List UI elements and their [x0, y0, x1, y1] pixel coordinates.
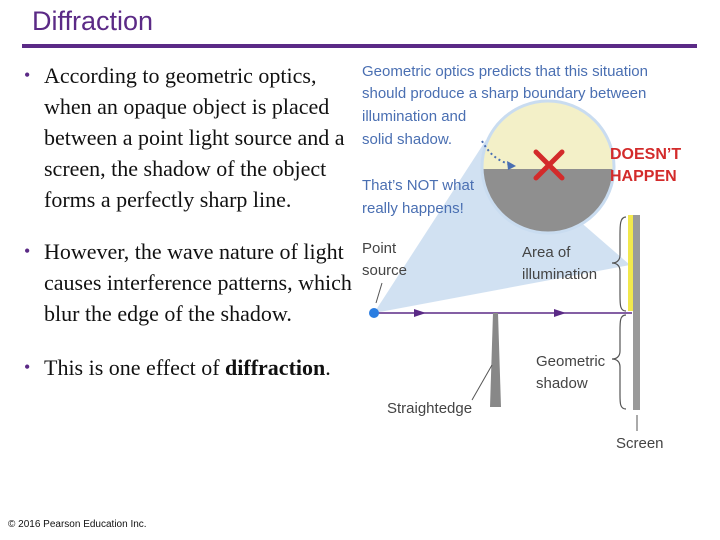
bullet-dot: • [24, 241, 31, 261]
straightedge-label: Straightedge [387, 400, 472, 417]
red-x-icon [533, 149, 565, 181]
point-source-label: Point source [362, 240, 407, 279]
bullet-text: However, the wave nature of light causes… [44, 239, 352, 326]
bullet-list: • According to geometric optics, when an… [24, 60, 364, 383]
not-what-happens-note: That’s NOT what really happens! [362, 177, 478, 217]
bullet-text-after: . [325, 355, 331, 380]
title-rule [22, 44, 697, 48]
bullet-dot: • [24, 65, 31, 85]
screen-label: Screen [616, 435, 664, 452]
bullet-dot: • [24, 357, 31, 377]
doesnt-happen-label: DOESN’T HAPPEN [610, 146, 686, 185]
straightedge-leader [471, 364, 493, 401]
diffraction-term: diffraction [225, 355, 326, 380]
bullet-item: • According to geometric optics, when an… [24, 60, 364, 215]
area-illumination-label: Area of illumination [522, 244, 597, 283]
straightedge [490, 313, 501, 407]
ray-arrow-head [414, 309, 426, 317]
geometric-note: Geometric optics predicts that this situ… [362, 63, 652, 148]
geometric-shadow-label: Geometric shadow [536, 353, 609, 392]
bullet-item: • This is one effect of diffraction. [24, 352, 364, 383]
copyright-notice: © 2016 Pearson Education Inc. [8, 519, 147, 530]
dotted-arrow-head [507, 161, 516, 170]
point-source-leader [375, 282, 383, 304]
slide-title: Diffraction [32, 6, 154, 36]
bullet-item: • However, the wave nature of light caus… [24, 236, 364, 329]
diffraction-figure: Geometric optics predicts that this situ… [362, 63, 686, 452]
screen-yellow-band [628, 215, 633, 311]
illumination-brace [611, 216, 627, 312]
ray-arrow-head [554, 309, 566, 317]
point-source-dot [369, 308, 379, 318]
screen [633, 215, 640, 410]
shadow-brace [611, 314, 627, 410]
bullet-text: According to geometric optics, when an o… [44, 63, 345, 212]
zoom-cone [374, 140, 630, 313]
bullet-text-before: This is one effect of [44, 355, 226, 380]
